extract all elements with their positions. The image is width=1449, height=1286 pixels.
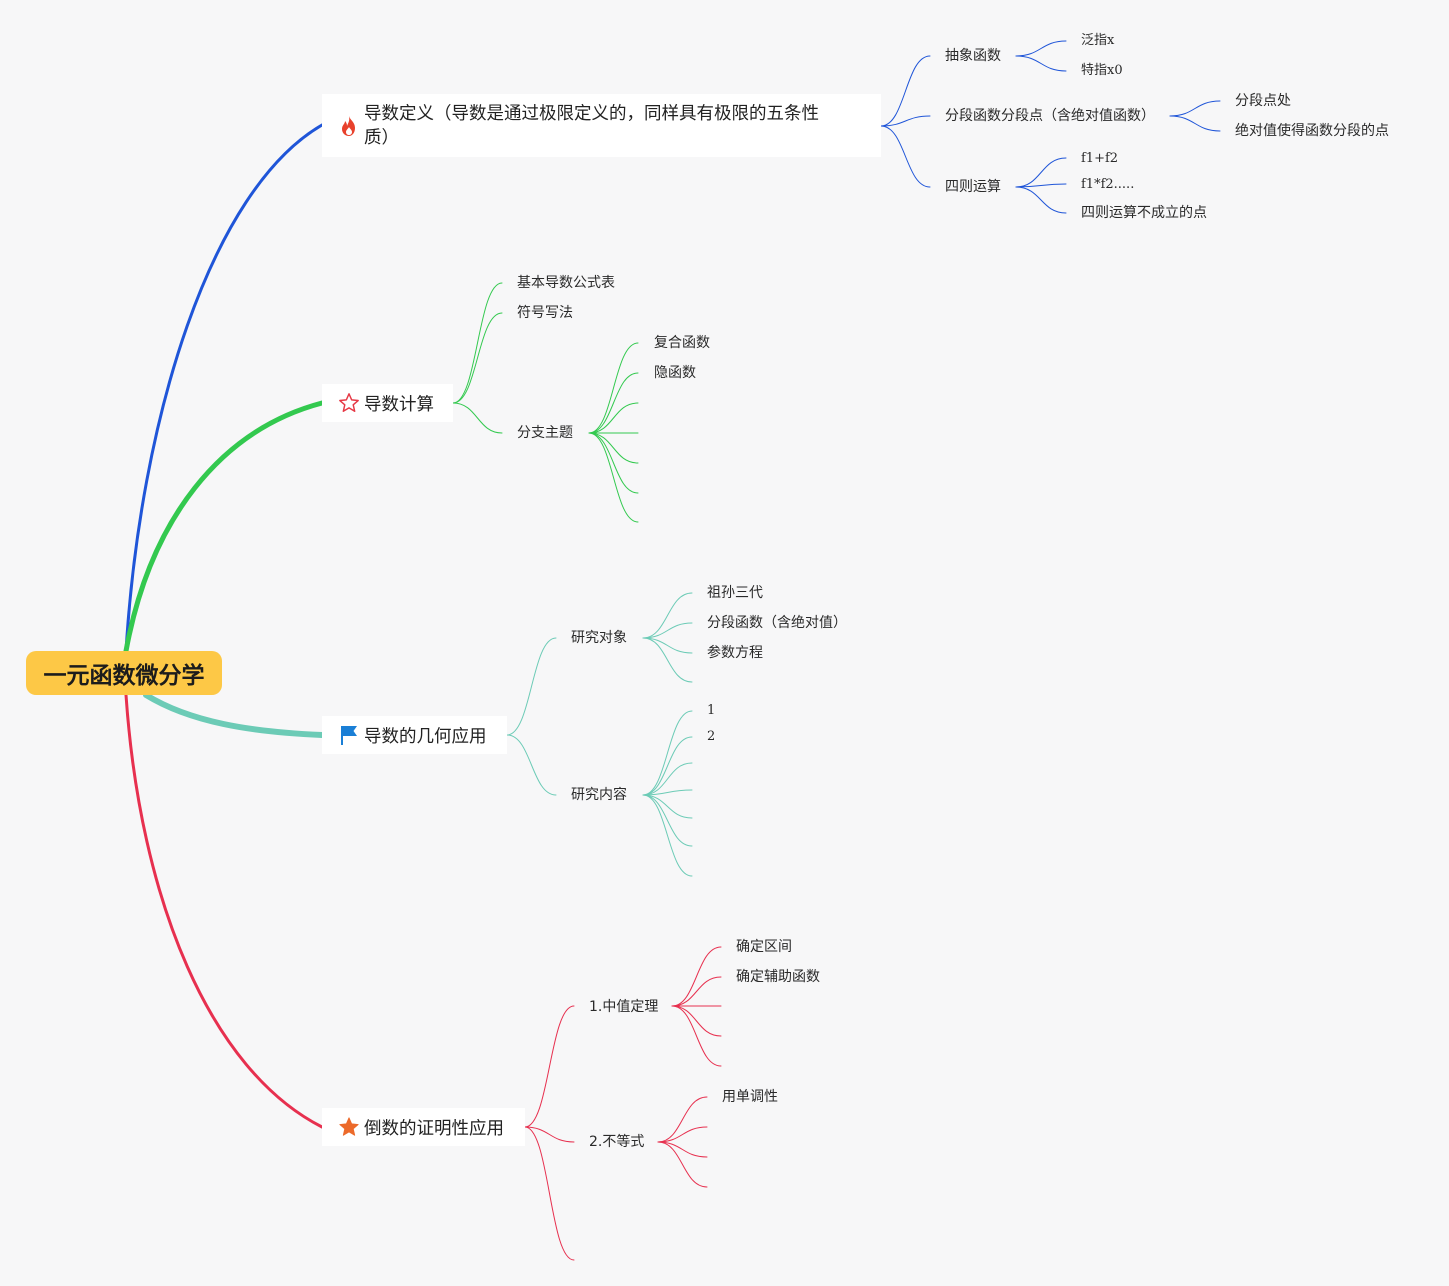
link-calculation [452, 282, 503, 404]
link-mean-value [671, 1005, 722, 1037]
link-research-content [642, 736, 693, 796]
topic-f1-plus-f2[interactable]: f1+f2 [1081, 151, 1119, 166]
link-inequality [657, 1141, 708, 1188]
link-branch-subject [588, 372, 639, 434]
link-inequality [657, 1141, 708, 1158]
trunk-calculation [123, 400, 325, 654]
link-research-content [642, 710, 693, 796]
topic-f1-times-f2[interactable]: f1*f2..... [1081, 177, 1135, 192]
link-calculation [452, 402, 503, 434]
link-branch-subject [588, 432, 639, 494]
branch-geometry-label: 导数的几何应用 [364, 726, 487, 747]
topic-item-2[interactable]: 2 [707, 729, 716, 744]
topic-basic-formulas[interactable]: 基本导数公式表 [517, 275, 615, 291]
link-arith [1015, 186, 1067, 214]
link-research-content [642, 794, 693, 819]
link-branch-subject [588, 432, 639, 523]
link-research-object [642, 637, 693, 654]
trunk-proof [124, 693, 324, 1129]
link-research-content [642, 762, 693, 796]
topic-specific-x0[interactable]: 特指x0 [1081, 63, 1123, 78]
branch-geometry[interactable]: 导数的几何应用 [322, 716, 507, 754]
topic-piecewise-abs[interactable]: 分段函数（含绝对值） [707, 615, 847, 631]
branch-definition-label: 导数定义（导数是通过极限定义的，同样具有极限的五条性质） [364, 103, 819, 148]
topic-piecewise-point[interactable]: 分段函数分段点（含绝对值函数） [945, 108, 1155, 124]
link-research-object [642, 637, 693, 683]
link-abstract [1015, 40, 1067, 57]
topic-determine-interval[interactable]: 确定区间 [736, 939, 792, 955]
link-inequality [657, 1126, 708, 1143]
link-geometry [506, 734, 557, 796]
topic-mean-value-theorem[interactable]: 1.中值定理 [589, 999, 659, 1015]
link-research-content [642, 794, 693, 877]
flag-icon [338, 724, 360, 746]
topic-abstract-function[interactable]: 抽象函数 [945, 48, 1001, 64]
link-inequality [657, 1096, 708, 1143]
link-proof [524, 1126, 575, 1261]
link-proof [524, 1005, 575, 1128]
topic-monotonicity[interactable]: 用单调性 [722, 1089, 778, 1105]
topic-research-object[interactable]: 研究对象 [571, 630, 627, 646]
link-branch-subject [588, 432, 639, 464]
topic-notation[interactable]: 符号写法 [517, 305, 573, 321]
link-calculation [452, 312, 503, 404]
trunk-definition [124, 123, 324, 653]
trunk-geometry [143, 692, 325, 738]
link-branch-subject [588, 342, 639, 434]
branch-proof-label: 倒数的证明性应用 [364, 1118, 504, 1139]
branch-definition[interactable]: 导数定义（导数是通过极限定义的，同样具有极限的五条性质） [322, 94, 881, 157]
link-research-object [642, 622, 693, 639]
star-filled-icon [338, 1116, 360, 1138]
link-arith [1015, 157, 1067, 188]
topic-item-1[interactable]: 1 [707, 703, 716, 718]
branch-calculation[interactable]: 导数计算 [322, 384, 453, 422]
link-branch-subject [588, 402, 639, 434]
topic-abs-value-point[interactable]: 绝对值使得函数分段的点 [1235, 123, 1389, 139]
link-research-content [642, 794, 693, 847]
topic-at-piece-point[interactable]: 分段点处 [1235, 93, 1291, 109]
topic-three-generations[interactable]: 祖孙三代 [707, 585, 763, 601]
branch-calculation-label: 导数计算 [364, 394, 434, 415]
topic-arithmetic[interactable]: 四则运算 [945, 179, 1001, 195]
link-mean-value [671, 976, 722, 1007]
topic-general-x[interactable]: 泛指x [1081, 33, 1115, 48]
link-research-object [642, 592, 693, 639]
fire-icon [338, 115, 360, 137]
root-topic[interactable]: 一元函数微分学 [26, 651, 222, 695]
link-proof [524, 1126, 575, 1143]
topic-composite-function[interactable]: 复合函数 [654, 335, 710, 351]
link-definition [880, 125, 931, 188]
root-topic-label: 一元函数微分学 [43, 663, 205, 689]
topic-inequality[interactable]: 2.不等式 [589, 1134, 645, 1150]
topic-implicit-function[interactable]: 隐函数 [654, 365, 696, 381]
link-research-content [642, 789, 693, 796]
topic-research-content[interactable]: 研究内容 [571, 787, 627, 803]
topic-parametric-equation[interactable]: 参数方程 [707, 645, 763, 661]
link-piecewise [1169, 100, 1221, 117]
link-mean-value [671, 1005, 722, 1067]
link-arith [1015, 183, 1067, 188]
link-abstract [1015, 55, 1067, 72]
link-geometry [506, 637, 557, 736]
link-piecewise [1169, 115, 1221, 132]
topic-branch-subject[interactable]: 分支主题 [517, 425, 573, 441]
link-mean-value [671, 946, 722, 1007]
link-definition [880, 55, 931, 127]
topic-arithmetic-fail-point[interactable]: 四则运算不成立的点 [1081, 205, 1207, 221]
topic-auxiliary-function[interactable]: 确定辅助函数 [736, 969, 820, 985]
branch-proof[interactable]: 倒数的证明性应用 [322, 1108, 525, 1146]
star-outline-icon [338, 392, 360, 414]
link-definition [880, 115, 931, 127]
